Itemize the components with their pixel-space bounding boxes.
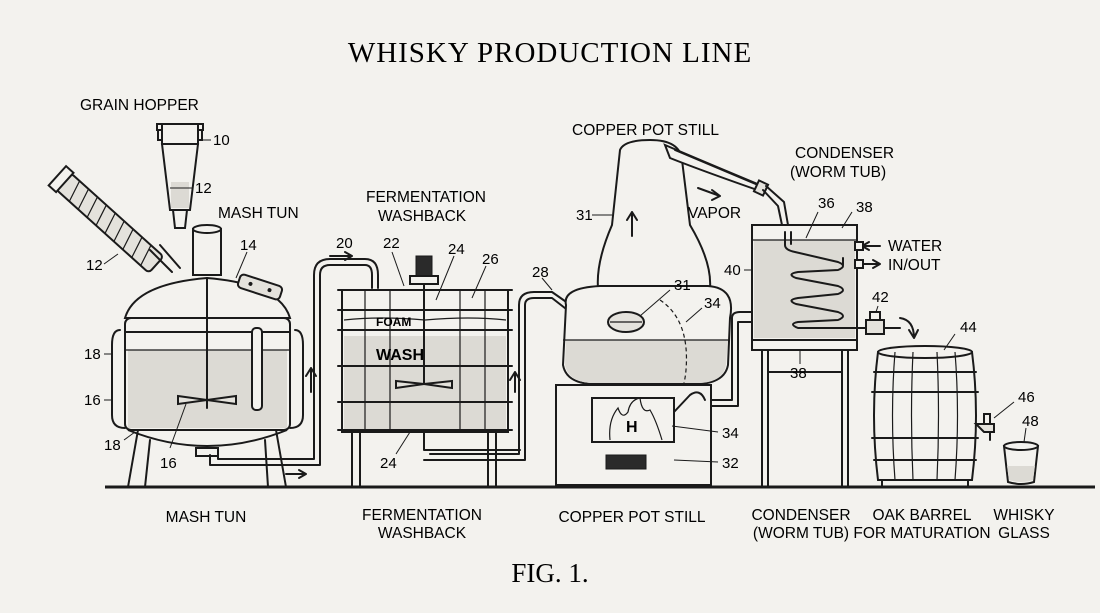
lyne-pipe-down <box>711 311 753 401</box>
ref-still-pot: 34 <box>704 295 721 312</box>
screw-conveyor <box>47 164 163 273</box>
ref-hopper: 10 <box>213 132 230 149</box>
spirit-valve <box>865 311 901 335</box>
ref-mash-tun-lid: 14 <box>240 237 257 254</box>
ref-firebox: 32 <box>722 455 739 472</box>
flow-arrow-up-2 <box>509 371 521 393</box>
label-mash-tun-top: MASH TUN <box>218 205 299 222</box>
flow-arrow-right-2 <box>329 251 353 261</box>
ref-washback-stirrer: 24 <box>448 241 465 258</box>
ref-worm-tub: 38 <box>856 199 873 216</box>
ref-worm-coil: 36 <box>818 195 835 212</box>
ref-mash-tun-body: 16 <box>84 392 101 409</box>
vapor-arrow-neck <box>626 211 638 237</box>
label-fermentation-bottom-2: WASHBACK <box>378 525 467 542</box>
vapor-arrow-lyne <box>697 187 721 201</box>
water-in-arrow <box>861 241 881 251</box>
label-heat: H <box>626 419 638 436</box>
label-glass-bottom-1: WHISKY <box>993 507 1054 524</box>
ref-tub-side: 40 <box>724 262 741 279</box>
label-condenser-bottom-2: (WORM TUB) <box>753 525 849 542</box>
copper-pot-still <box>555 138 770 486</box>
label-fermentation-bottom-1: FERMENTATION <box>362 507 482 524</box>
label-condenser-bottom-1: CONDENSER <box>751 507 850 524</box>
label-wash: WASH <box>376 347 424 364</box>
label-condenser-top-2: (WORM TUB) <box>790 164 886 181</box>
mash-tun <box>111 224 304 488</box>
label-condenser-top-1: CONDENSER <box>795 145 894 162</box>
label-water-2: IN/OUT <box>888 257 941 274</box>
label-copper-pot-still-bottom: COPPER POT STILL <box>558 509 705 526</box>
oak-barrel <box>871 345 979 488</box>
barrel-tap <box>973 413 995 441</box>
label-foam: FOAM <box>376 315 411 329</box>
label-water-1: WATER <box>888 238 942 255</box>
ref-mash-tun-stirrer: 16 <box>160 455 177 472</box>
label-fermentation-top-1: FERMENTATION <box>366 189 486 206</box>
fermentation-washback <box>337 255 521 488</box>
ref-grain-in-hopper: 12 <box>195 180 212 197</box>
grain-hopper <box>156 123 204 229</box>
ref-mash-tun-leg: 18 <box>104 437 121 454</box>
whisky-glass <box>1002 441 1040 485</box>
vapor-pipe <box>762 189 783 226</box>
label-fermentation-top-2: WASHBACK <box>378 208 467 225</box>
flow-arrow-up-1 <box>305 367 317 393</box>
grain-chute <box>149 244 181 273</box>
ref-still-neck: 31 <box>576 207 593 224</box>
ref-barrel: 44 <box>960 319 977 336</box>
label-vapor: VAPOR <box>688 205 741 222</box>
ref-washback-outlet: 24 <box>380 455 397 472</box>
water-out-arrow <box>861 259 881 269</box>
label-barrel-bottom-1: OAK BARREL <box>872 507 971 524</box>
ref-washback-motor: 22 <box>383 235 400 252</box>
spirit-drip-arrow <box>899 317 919 339</box>
ref-transfer-pipe-1: 20 <box>336 235 353 252</box>
ref-spirit-valve: 42 <box>872 289 889 306</box>
ref-furnace: 34 <box>722 425 739 442</box>
label-barrel-bottom-2: FOR MATURATION <box>853 525 990 542</box>
ref-transfer-pipe-2: 28 <box>532 264 549 281</box>
ref-glass: 48 <box>1022 413 1039 430</box>
ref-washback-staves: 26 <box>482 251 499 268</box>
transfer-pipe-1 <box>209 264 373 466</box>
flow-arrow-right-1 <box>285 469 307 479</box>
ref-mash-tun-jacket-upper: 18 <box>84 346 101 363</box>
ref-barrel-tap: 46 <box>1018 389 1035 406</box>
label-mash-tun-bottom: MASH TUN <box>166 509 247 526</box>
label-copper-pot-still-top: COPPER POT STILL <box>572 122 719 139</box>
label-grain-hopper: GRAIN HOPPER <box>80 97 199 114</box>
mash-tun-lid <box>236 273 284 301</box>
ref-tub-base: 38 <box>790 365 807 382</box>
diagram-title: WHISKY PRODUCTION LINE <box>348 37 752 69</box>
transfer-pipe-2 <box>423 297 571 461</box>
ref-screw-conveyor: 12 <box>86 257 103 274</box>
condenser-worm-tub <box>751 224 869 488</box>
reference-callouts: 10 12 12 14 18 16 18 16 20 22 24 26 24 2… <box>84 132 1039 472</box>
ref-still-manhole: 31 <box>674 277 691 294</box>
label-glass-bottom-2: GLASS <box>998 525 1050 542</box>
figure-caption: FIG. 1. <box>511 558 588 588</box>
